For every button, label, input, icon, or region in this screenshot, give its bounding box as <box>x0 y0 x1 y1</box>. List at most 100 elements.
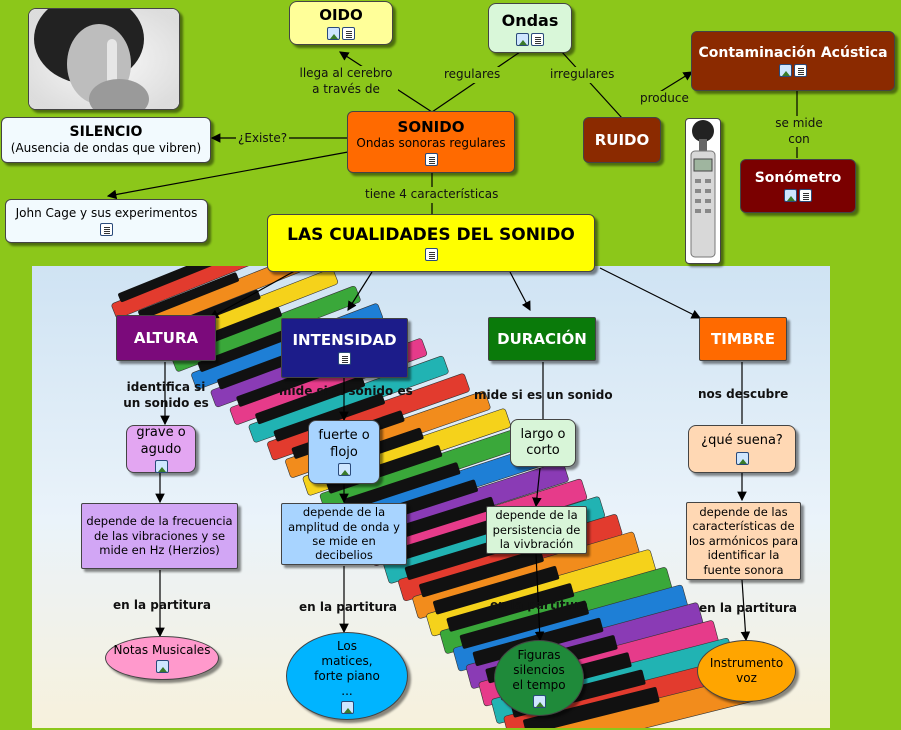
duracion-node[interactable]: DURACIÓN <box>488 317 596 361</box>
figuras-label: Figuras silencios el tempo <box>512 648 566 692</box>
document-icon[interactable] <box>342 26 355 40</box>
que-suena-node[interactable]: ¿qué suena? <box>688 425 796 473</box>
oido-node[interactable]: OIDO <box>289 1 393 45</box>
depende-duracion-node[interactable]: depende de la persistencia de la vivbrac… <box>486 506 587 554</box>
instrumento-label: Instrumento voz <box>709 656 784 685</box>
sonido-subtitle: Ondas sonoras regulares <box>356 136 506 151</box>
silencio-node[interactable]: SILENCIO (Ausencia de ondas que vibren) <box>1 117 211 163</box>
sound-level-meter-illustration <box>690 120 716 258</box>
oido-resources[interactable] <box>327 26 355 40</box>
altura-label: ALTURA <box>133 328 199 347</box>
document-icon[interactable] <box>794 64 807 78</box>
depende-timbre-label: depende de las características de los ar… <box>688 505 799 577</box>
image-icon[interactable] <box>155 660 169 673</box>
depende-altura-label: depende de la frecuencia de las vibracio… <box>86 514 233 558</box>
image-icon[interactable] <box>735 451 749 465</box>
sonido-resources[interactable] <box>424 153 438 167</box>
image-icon[interactable] <box>779 64 792 78</box>
ruido-node[interactable]: RUIDO <box>583 117 661 163</box>
link-descubre: nos descubre <box>698 387 789 401</box>
link-partitura-timbre: en la partitura <box>699 601 797 615</box>
link-partitura-altura: en la partitura <box>113 598 211 612</box>
matices-resources[interactable] <box>340 700 354 714</box>
image-icon[interactable] <box>784 189 797 203</box>
image-icon[interactable] <box>340 700 354 714</box>
document-icon[interactable] <box>799 189 812 203</box>
sonometro-label: Sonómetro <box>754 169 842 186</box>
ondas-node[interactable]: Ondas <box>488 3 572 53</box>
cualidades-node[interactable]: LAS CUALIDADES DEL SONIDO <box>267 214 595 272</box>
ruido-label: RUIDO <box>594 130 650 149</box>
sonometro-node[interactable]: Sonómetro <box>740 159 856 213</box>
document-icon[interactable] <box>338 351 351 365</box>
grave-agudo-node[interactable]: grave o agudo <box>126 425 196 473</box>
fuerte-flojo-label: fuerte o flojo <box>318 428 370 460</box>
john-cage-label: John Cage y sus experimentos <box>15 206 198 220</box>
depende-timbre-node[interactable]: depende de las características de los ar… <box>686 502 801 580</box>
link-se-mide-con: se mide con <box>768 116 830 148</box>
ondas-resources[interactable] <box>516 32 544 46</box>
silence-gesture-illustration <box>29 9 179 109</box>
grave-agudo-resources[interactable] <box>154 459 168 473</box>
que-suena-label: ¿qué suena? <box>701 433 783 449</box>
duracion-label: DURACIÓN <box>497 329 587 348</box>
image-icon[interactable] <box>337 462 351 476</box>
image-icon[interactable] <box>154 459 168 473</box>
contaminacion-label: Contaminación Acústica <box>698 44 888 61</box>
contaminacion-resources[interactable] <box>779 64 807 78</box>
cualidades-resources[interactable] <box>424 248 438 262</box>
intensidad-node[interactable]: INTENSIDAD <box>281 318 408 378</box>
link-irregulares: irregulares <box>548 67 617 83</box>
image-icon[interactable] <box>532 695 546 708</box>
figuras-node[interactable]: Figuras silencios el tempo <box>494 640 584 716</box>
document-icon[interactable] <box>531 32 544 46</box>
notas-musicales-node[interactable]: Notas Musicales <box>105 636 219 680</box>
document-icon[interactable] <box>100 223 113 236</box>
grave-agudo-label: grave o agudo <box>136 425 186 457</box>
link-partitura-intensidad: en la partitura <box>299 600 397 614</box>
largo-corto-node[interactable]: largo o corto <box>510 419 576 467</box>
depende-altura-node[interactable]: depende de la frecuencia de las vibracio… <box>81 503 238 569</box>
link-tiene-4: tiene 4 características <box>363 187 501 203</box>
john-cage-node[interactable]: John Cage y sus experimentos <box>5 199 208 243</box>
figuras-resources[interactable] <box>532 695 546 708</box>
image-icon[interactable] <box>516 32 529 46</box>
link-produce: produce <box>638 91 691 107</box>
sonido-node[interactable]: SONIDO Ondas sonoras regulares <box>347 111 515 173</box>
john-cage-resources[interactable] <box>100 223 113 236</box>
notas-musicales-label: Notas Musicales <box>113 643 211 657</box>
intensidad-resources[interactable] <box>338 351 351 365</box>
document-icon[interactable] <box>424 153 438 167</box>
cualidades-label: LAS CUALIDADES DEL SONIDO <box>287 224 575 245</box>
altura-node[interactable]: ALTURA <box>116 315 216 361</box>
ondas-label: Ondas <box>501 10 559 30</box>
fuerte-flojo-node[interactable]: fuerte o flojo <box>308 420 380 484</box>
piano-key <box>111 266 293 319</box>
link-regulares: regulares <box>442 67 503 83</box>
image-icon[interactable] <box>327 26 340 40</box>
depende-intensidad-node[interactable]: depende de la amplitud de onda y se mide… <box>281 503 407 565</box>
depende-intensidad-label: depende de la amplitud de onda y se mide… <box>288 505 400 563</box>
silence-gesture-photo <box>28 8 180 110</box>
largo-corto-label: largo o corto <box>520 426 566 458</box>
timbre-label: TIMBRE <box>711 329 775 348</box>
notas-resources[interactable] <box>155 660 169 673</box>
sound-level-meter-photo <box>685 118 721 264</box>
contaminacion-node[interactable]: Contaminación Acústica <box>691 31 895 91</box>
timbre-node[interactable]: TIMBRE <box>699 317 787 361</box>
link-llega: llega al cerebro a través de <box>294 66 398 98</box>
silencio-title: SILENCIO <box>69 123 143 140</box>
matices-node[interactable]: Los matices, forte piano ... <box>286 632 408 720</box>
que-suena-resources[interactable] <box>735 451 749 465</box>
link-identifica: identifica si un sonido es <box>123 380 209 410</box>
fuerte-flojo-resources[interactable] <box>337 462 351 476</box>
instrumento-node[interactable]: Instrumento voz <box>697 640 796 702</box>
link-existe: ¿Existe? <box>236 131 290 147</box>
intensidad-label: INTENSIDAD <box>292 331 397 350</box>
document-icon[interactable] <box>424 248 438 262</box>
matices-label: Los matices, forte piano ... <box>314 638 380 698</box>
sonometro-resources[interactable] <box>784 189 812 203</box>
link-partitura-duracion: en la partitura <box>490 598 588 612</box>
link-mide-es: mide si es un sonido <box>474 388 613 402</box>
silencio-subtitle: (Ausencia de ondas que vibren) <box>10 141 202 156</box>
